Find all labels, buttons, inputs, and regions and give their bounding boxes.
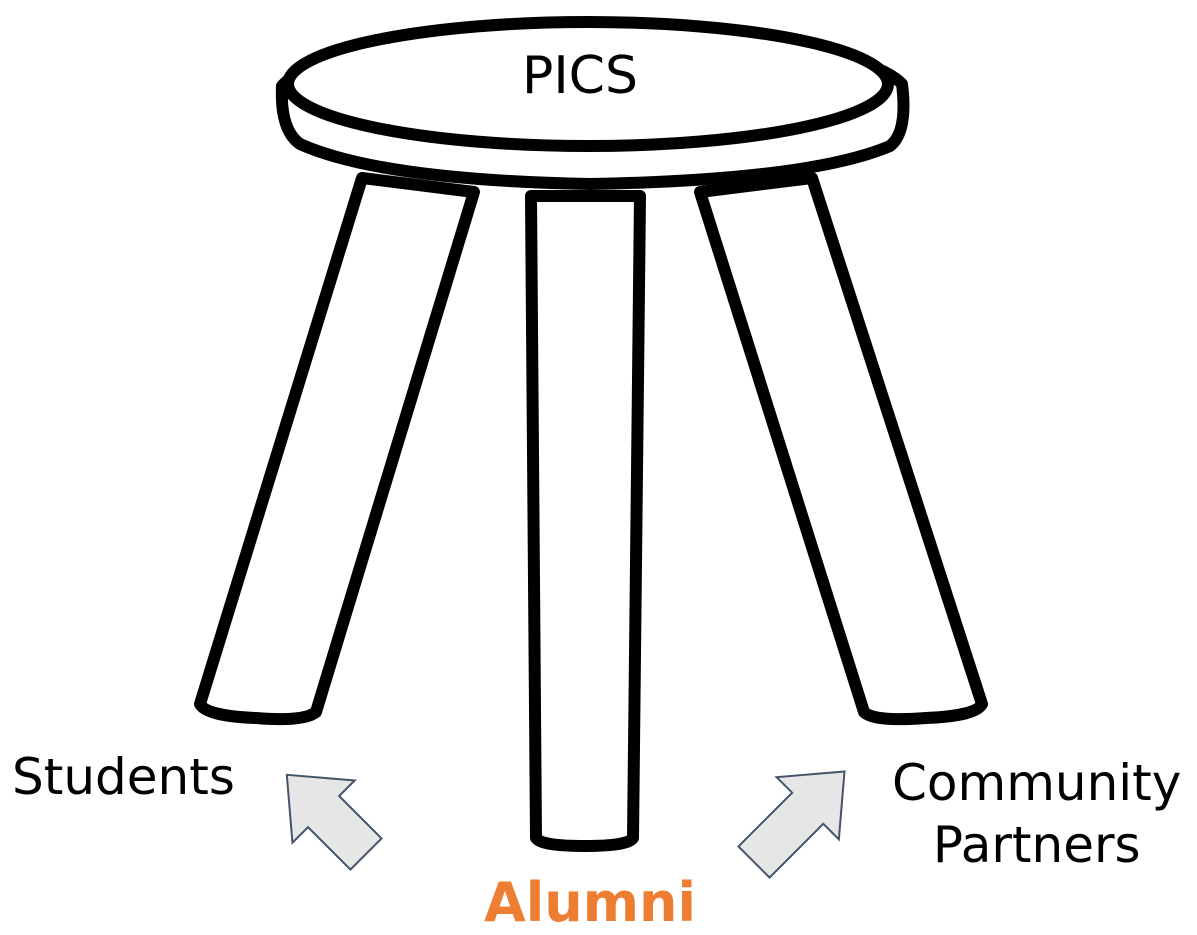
label-alumni: Alumni (484, 871, 696, 934)
stool-leg-right (694, 172, 988, 726)
arrow-to-community-partners (737, 770, 846, 879)
stool-leg-left (194, 172, 480, 726)
arrow-to-students (285, 773, 383, 871)
label-students: Students (12, 748, 235, 806)
label-community-partners-line1: Community (892, 754, 1182, 812)
label-community-partners: Community Partners (892, 752, 1181, 876)
stool-leg-middle (525, 190, 646, 852)
stool-seat-top (282, 16, 894, 152)
seat-label-pics: PICS (521, 46, 638, 106)
label-community-partners-line2: Partners (932, 816, 1141, 874)
